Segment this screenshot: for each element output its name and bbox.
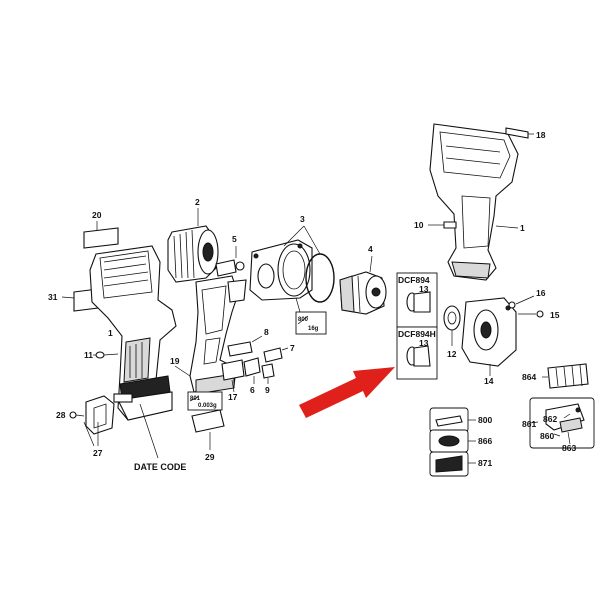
label-part-1-right: 1 xyxy=(520,223,525,233)
housing-left-half xyxy=(89,245,177,421)
label-part-860: 860 xyxy=(540,431,554,441)
label-part-871: 871 xyxy=(478,458,492,468)
part-7-connector xyxy=(263,347,289,363)
callout-red-arrow xyxy=(299,367,395,418)
label-date-code: DATE CODE xyxy=(134,462,186,472)
accessory-864-tray xyxy=(542,363,589,389)
label-grease-801-code: 801 xyxy=(190,396,201,402)
label-part-800: 800 xyxy=(478,415,492,425)
label-part-13-bottom: 13 xyxy=(419,338,429,348)
label-part-4: 4 xyxy=(368,244,373,254)
part-labels: 20 31 1 11 28 27 DATE CODE 2 5 3 4 8 7 6… xyxy=(48,130,576,472)
grease-801-pack xyxy=(187,391,223,411)
accessory-871-battery xyxy=(429,451,476,477)
label-part-864: 864 xyxy=(522,372,536,382)
label-part-11: 11 xyxy=(84,350,93,360)
label-part-861: 861 xyxy=(522,419,536,429)
grease-800-pack xyxy=(295,297,327,335)
part-19-leader xyxy=(174,365,191,377)
accessory-800-bit-holder xyxy=(429,407,476,433)
label-part-18: 18 xyxy=(536,130,546,140)
part-28-screw xyxy=(69,411,85,419)
label-part-863: 863 xyxy=(562,443,576,453)
part-2-motor xyxy=(167,208,219,283)
part-10-pin xyxy=(428,221,457,229)
part-9-clip xyxy=(261,363,275,384)
label-part-13-top: 13 xyxy=(419,284,429,294)
part-27-belt-clip xyxy=(83,395,115,447)
part-15-screw xyxy=(518,310,544,318)
date-code-leader xyxy=(139,403,159,459)
part-3-o-ring xyxy=(283,225,335,303)
label-part-1-left: 1 xyxy=(108,328,113,338)
part-14-nose-cone xyxy=(461,297,517,376)
part-20-label-plate xyxy=(83,221,119,249)
label-part-2: 2 xyxy=(195,197,200,207)
label-part-15: 15 xyxy=(550,310,560,320)
part-16-screw xyxy=(508,295,535,309)
label-part-16: 16 xyxy=(536,288,546,298)
label-part-19: 19 xyxy=(170,356,180,366)
label-model-dcf894: DCF894 xyxy=(398,275,430,285)
label-part-28: 28 xyxy=(56,410,66,420)
part-5-switch xyxy=(215,246,245,277)
label-part-5: 5 xyxy=(232,234,237,244)
part-4-hammer-mechanism xyxy=(339,255,387,315)
label-part-9: 9 xyxy=(265,385,270,395)
label-model-dcf894h: DCF894H xyxy=(398,329,436,339)
part-11-screw xyxy=(93,351,119,359)
label-part-8: 8 xyxy=(264,327,269,337)
accessory-866-battery-cap xyxy=(429,429,476,453)
label-part-12: 12 xyxy=(447,349,457,359)
housing-right-half xyxy=(429,123,534,281)
accessory-860-case xyxy=(529,397,595,449)
label-grease-801-amount: 0.003g xyxy=(198,403,217,409)
label-part-10: 10 xyxy=(414,220,424,230)
label-part-17: 17 xyxy=(228,392,238,402)
label-grease-800-code: 800 xyxy=(298,317,309,323)
label-part-29: 29 xyxy=(205,452,215,462)
label-part-862: 862 xyxy=(543,414,557,424)
label-part-3: 3 xyxy=(300,214,305,224)
label-part-14: 14 xyxy=(484,376,494,386)
label-part-7: 7 xyxy=(290,343,295,353)
label-part-31: 31 xyxy=(48,292,58,302)
part-8-board xyxy=(227,335,263,357)
part-29-sheet xyxy=(191,409,225,450)
part-6-contact xyxy=(243,357,261,384)
model-box-dcf894h xyxy=(396,326,438,380)
label-part-27: 27 xyxy=(93,448,103,458)
label-part-6: 6 xyxy=(250,385,255,395)
part-3-gear-case xyxy=(249,239,313,301)
label-part-20: 20 xyxy=(92,210,102,220)
model-box-dcf894 xyxy=(396,272,438,328)
label-grease-800-amount: 16g xyxy=(308,326,319,332)
part-12-washer xyxy=(443,305,461,346)
part-17-base xyxy=(221,359,245,393)
label-part-866: 866 xyxy=(478,436,492,446)
